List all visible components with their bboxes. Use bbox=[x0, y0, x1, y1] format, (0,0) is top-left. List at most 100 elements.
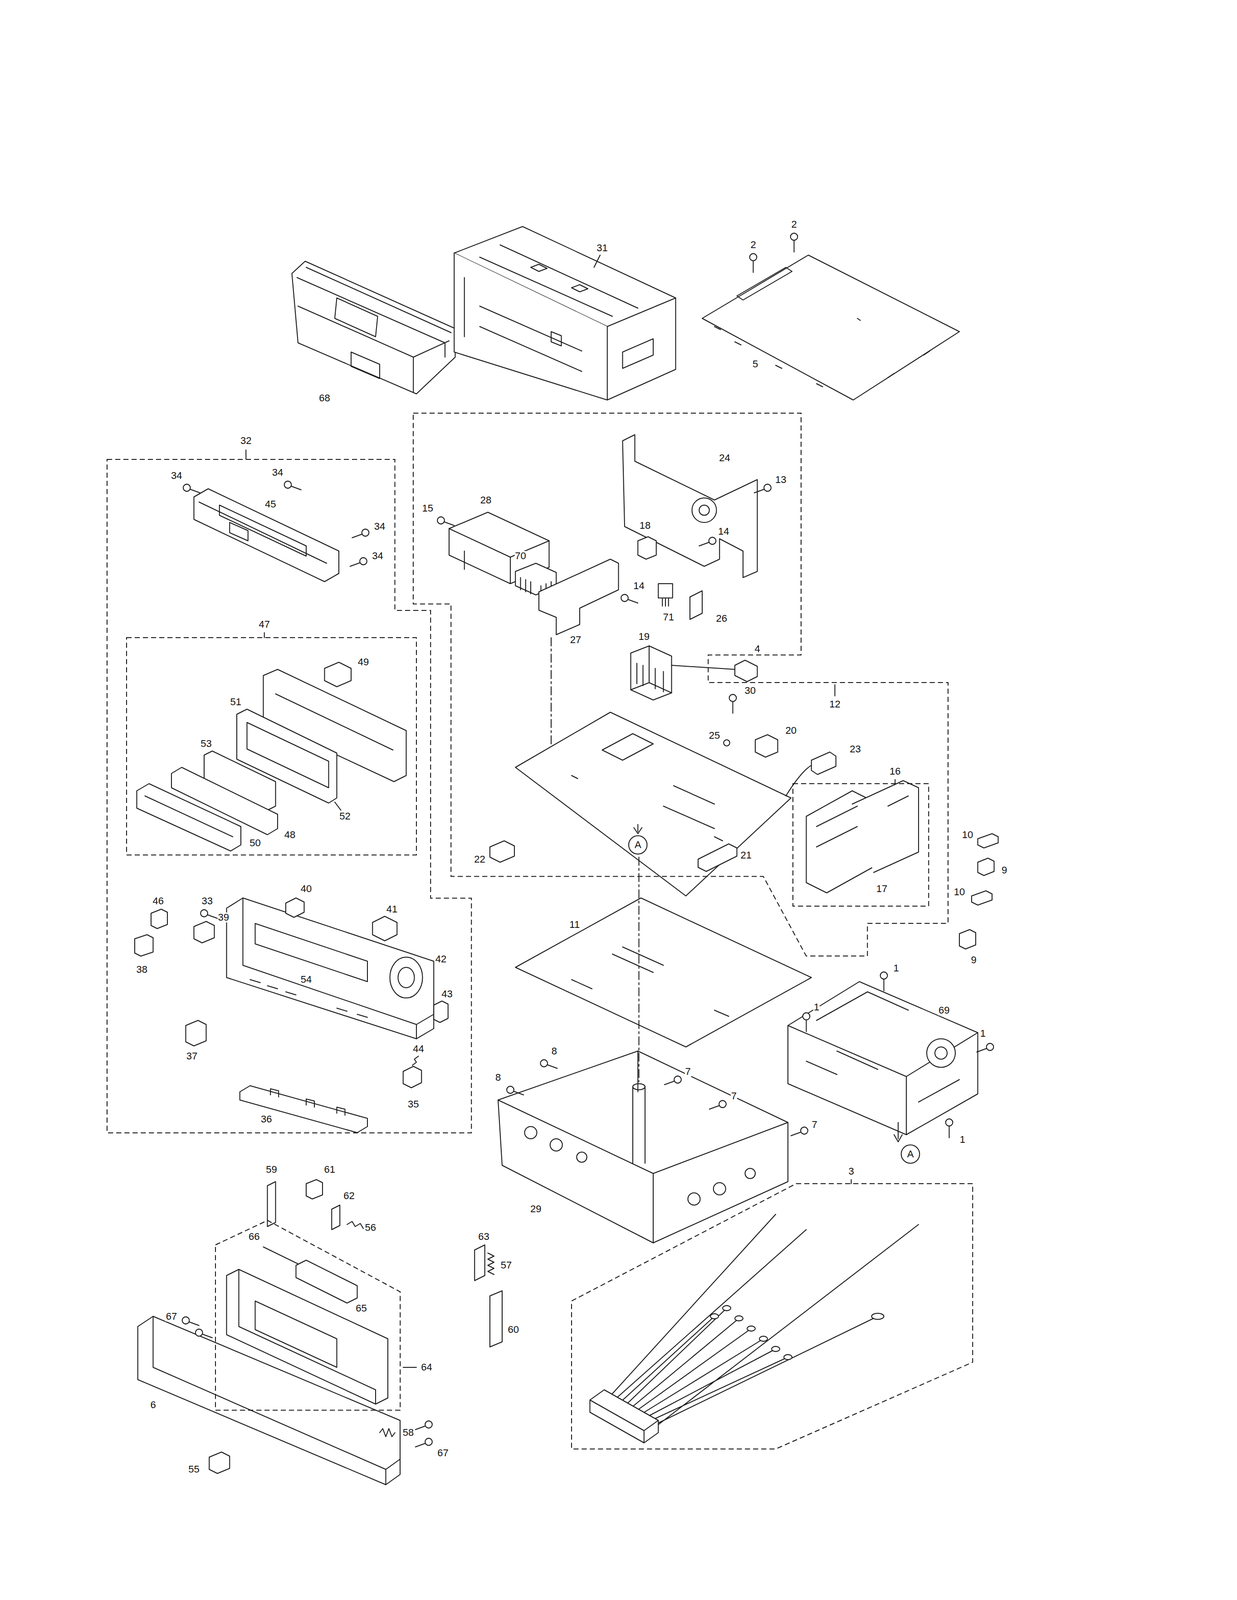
drawing-line bbox=[285, 898, 305, 918]
drawing-line bbox=[787, 982, 978, 1136]
callout-number: 60 bbox=[507, 1325, 520, 1335]
drawing-line bbox=[284, 481, 302, 490]
drawing-line bbox=[977, 833, 999, 849]
drawing-line bbox=[713, 1183, 726, 1196]
callout-number: 44 bbox=[412, 1044, 425, 1055]
callout-number: 21 bbox=[740, 850, 753, 861]
drawing-line bbox=[403, 1367, 417, 1369]
callout-number: 7 bbox=[684, 1066, 691, 1077]
drawing-line bbox=[538, 559, 619, 636]
group-number: 32 bbox=[239, 435, 252, 446]
callout-number: 11 bbox=[568, 919, 581, 930]
drawing-line bbox=[771, 1346, 780, 1352]
drawing-line bbox=[976, 1043, 994, 1053]
drawing-line bbox=[550, 1139, 563, 1152]
drawing-line bbox=[498, 1051, 788, 1244]
drawing-line bbox=[734, 1315, 744, 1321]
drawing-line bbox=[390, 957, 423, 999]
drawing-line bbox=[722, 1305, 731, 1311]
drawing-line bbox=[134, 934, 154, 957]
drawing-line bbox=[292, 261, 456, 395]
callout-number: 55 bbox=[187, 1464, 200, 1475]
callout-number: A bbox=[634, 840, 642, 851]
drawing-line bbox=[151, 909, 168, 929]
callout-number: 19 bbox=[638, 631, 651, 642]
dashed-outline bbox=[215, 1220, 401, 1411]
callout-number: 69 bbox=[938, 1005, 950, 1016]
drawing-line bbox=[153, 1316, 401, 1486]
drawing-line bbox=[786, 765, 812, 797]
case-drawing bbox=[292, 261, 456, 395]
callout-number: 14 bbox=[632, 581, 645, 592]
callout-number: 5 bbox=[752, 359, 759, 370]
callout-number: 1 bbox=[979, 1028, 987, 1039]
drawing-line bbox=[702, 255, 960, 401]
dashed-outline bbox=[571, 1183, 973, 1450]
group-outline bbox=[126, 637, 417, 856]
callout-number: 67 bbox=[436, 1448, 449, 1459]
drawing-line bbox=[632, 1086, 646, 1164]
callout-number: 6 bbox=[149, 1400, 157, 1411]
callout-number: 7 bbox=[811, 1119, 818, 1130]
callout-number: 28 bbox=[479, 495, 492, 506]
callout-number: 43 bbox=[440, 989, 453, 1000]
drawing-line bbox=[926, 1039, 956, 1068]
drawing-line bbox=[971, 890, 993, 906]
callout-number: 31 bbox=[596, 243, 608, 254]
group-outline bbox=[792, 783, 929, 907]
callout-number: 49 bbox=[357, 657, 370, 668]
group-outline bbox=[215, 1220, 401, 1411]
assembly-group: 3 bbox=[571, 1183, 973, 1450]
drawing-line bbox=[709, 1100, 727, 1110]
callout-number: 38 bbox=[136, 964, 148, 975]
drawing-line bbox=[515, 898, 812, 1048]
callout-number: 71 bbox=[662, 612, 675, 623]
drawing-line bbox=[754, 484, 772, 494]
callout-number: 30 bbox=[744, 685, 757, 696]
drawing-line bbox=[226, 898, 435, 1040]
callout-number: 57 bbox=[500, 1260, 513, 1271]
callout-number: 18 bbox=[639, 520, 651, 531]
drawing-line bbox=[745, 1168, 756, 1179]
callout-number: 34 bbox=[373, 521, 386, 532]
drawing-line bbox=[688, 1192, 701, 1206]
callout-number: A bbox=[906, 1149, 915, 1160]
drawing-line bbox=[630, 645, 672, 700]
drawing-line bbox=[714, 267, 930, 387]
plate-drawing bbox=[702, 233, 960, 401]
drawing-line bbox=[524, 1126, 538, 1140]
drawing-line bbox=[723, 739, 730, 747]
drawing-line bbox=[571, 733, 723, 841]
drawing-line bbox=[243, 898, 435, 1040]
callout-number: 15 bbox=[421, 503, 434, 514]
sleeve-drawing bbox=[454, 226, 676, 401]
drawing-line bbox=[239, 1085, 368, 1134]
drawing-line bbox=[464, 244, 654, 372]
callout-number: 67 bbox=[165, 1311, 178, 1322]
callout-number: 50 bbox=[249, 838, 261, 849]
callout-number: 48 bbox=[283, 830, 296, 841]
drawing-line bbox=[515, 712, 792, 897]
group-number: 64 bbox=[420, 1362, 433, 1373]
callout-number: 53 bbox=[200, 738, 212, 749]
callout-number: 42 bbox=[435, 954, 447, 965]
front-panel-drawing bbox=[134, 449, 449, 1133]
drawing-line bbox=[194, 488, 340, 582]
drawing-line bbox=[379, 1428, 396, 1438]
drawing-line bbox=[633, 824, 642, 834]
detachable-panel-drawing bbox=[137, 1179, 503, 1486]
drawing-line bbox=[372, 916, 397, 942]
callout-number: 8 bbox=[494, 1072, 502, 1083]
drawing-line bbox=[749, 253, 758, 273]
callout-number: 25 bbox=[708, 730, 721, 741]
drawing-line bbox=[658, 583, 673, 607]
drawing-line bbox=[622, 435, 758, 578]
drawing-line bbox=[199, 502, 327, 564]
drawing-line bbox=[802, 1012, 811, 1032]
dashed-outline bbox=[126, 637, 417, 856]
drawing-line bbox=[137, 1316, 401, 1486]
callout-number: 20 bbox=[785, 725, 797, 736]
drawing-line bbox=[790, 233, 798, 253]
drawing-line bbox=[433, 1001, 449, 1023]
